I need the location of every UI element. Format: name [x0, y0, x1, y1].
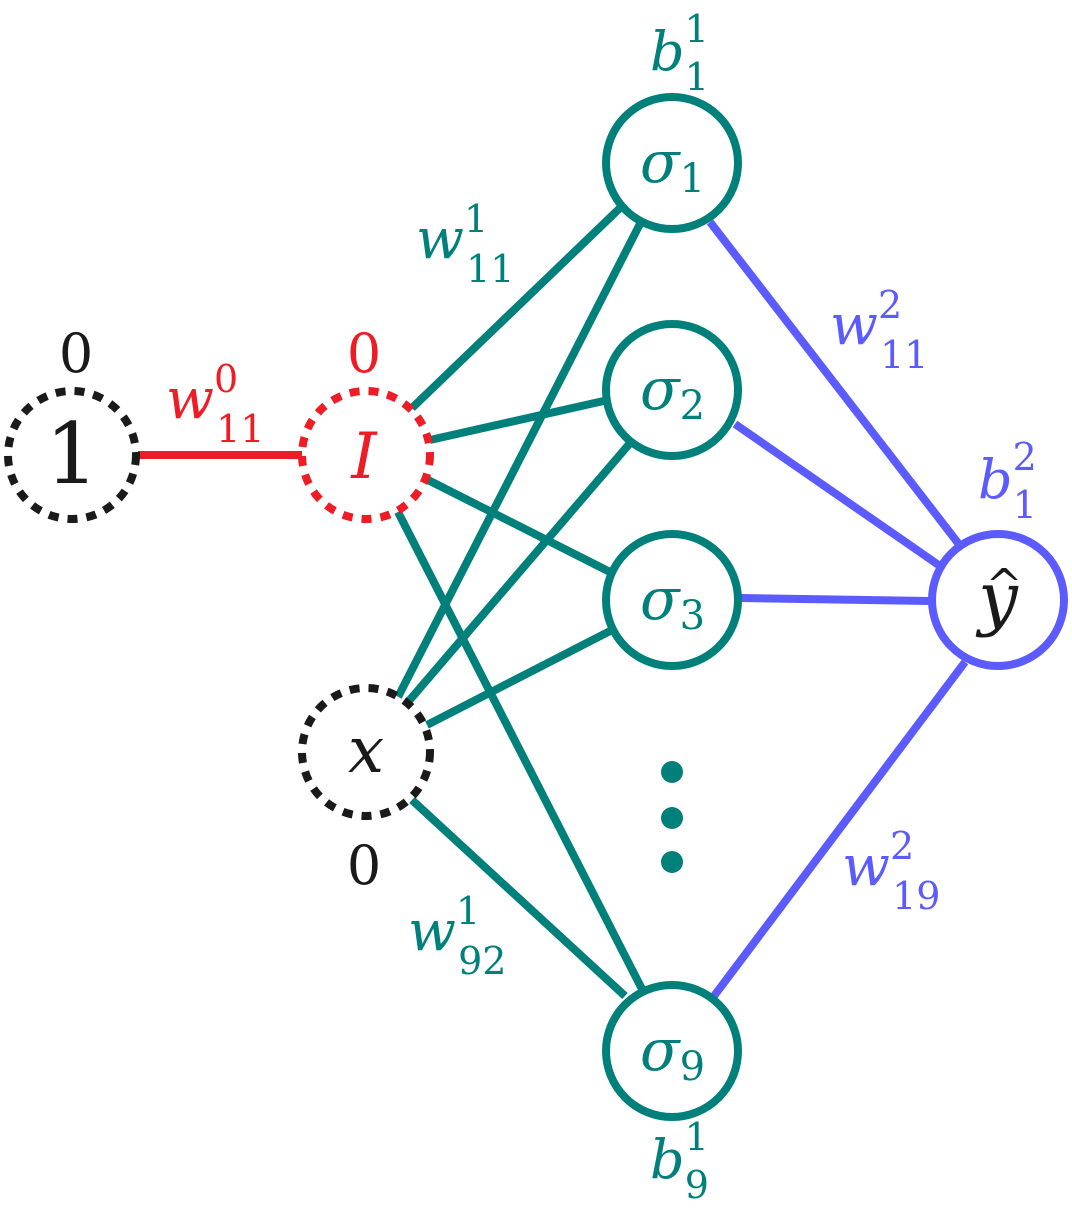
node-sigma-2: [602, 320, 742, 460]
node-x: [298, 684, 434, 820]
edge-s9-to-yhat: [710, 659, 969, 999]
node-x-value: 0: [347, 834, 381, 897]
node-sigma-3-glyph: σ3: [640, 565, 705, 639]
node-yhat-glyph: y: [975, 557, 1019, 639]
node-sigma-1-glyph: σ1: [640, 128, 705, 202]
edge-I-to-s2: [429, 396, 609, 444]
node-sigma-3: [602, 530, 742, 670]
edge-x-to-s9: [409, 797, 628, 999]
node-x-glyph: x: [348, 714, 384, 788]
node-I-value: 0: [347, 322, 381, 385]
node-yhat-hat: ^: [986, 560, 1023, 611]
ellipsis-dot: [661, 807, 683, 829]
edge-I-to-s3: [426, 476, 614, 577]
nodes: [4, 93, 1068, 1121]
node-sigma-2-glyph: σ2: [640, 355, 705, 429]
ellipsis-dot: [661, 851, 683, 873]
edges: [138, 205, 969, 999]
edge-s3-to-yhat: [739, 594, 931, 605]
edge-I-to-s1: [409, 205, 623, 411]
node-sigma-9-glyph: σ9: [640, 1016, 705, 1090]
node-yhat: [928, 530, 1068, 670]
node-I-glyph: I: [350, 420, 378, 494]
edge-I-to-s9: [394, 510, 648, 995]
edge-s2-to-yhat: [732, 420, 943, 570]
edge-x-to-s2: [404, 439, 635, 705]
node-I: [298, 387, 434, 523]
node-sigma-9: [602, 981, 742, 1121]
edge-x-to-s1: [394, 216, 647, 699]
node-one-value: 0: [59, 322, 93, 385]
node-sigma-1: [602, 93, 742, 233]
node-glyphs: 1 I x σ1 σ2 σ3 σ9 y ^: [45, 128, 1022, 1090]
ellipsis-dots: [661, 761, 683, 873]
node-one: [4, 387, 140, 523]
ellipsis-dot: [661, 761, 683, 783]
edge-s1-to-yhat: [706, 219, 962, 546]
node-one-glyph: 1: [45, 405, 98, 503]
node-value-labels: 0 0 0: [59, 322, 381, 897]
edge-x-to-s3: [425, 626, 614, 729]
